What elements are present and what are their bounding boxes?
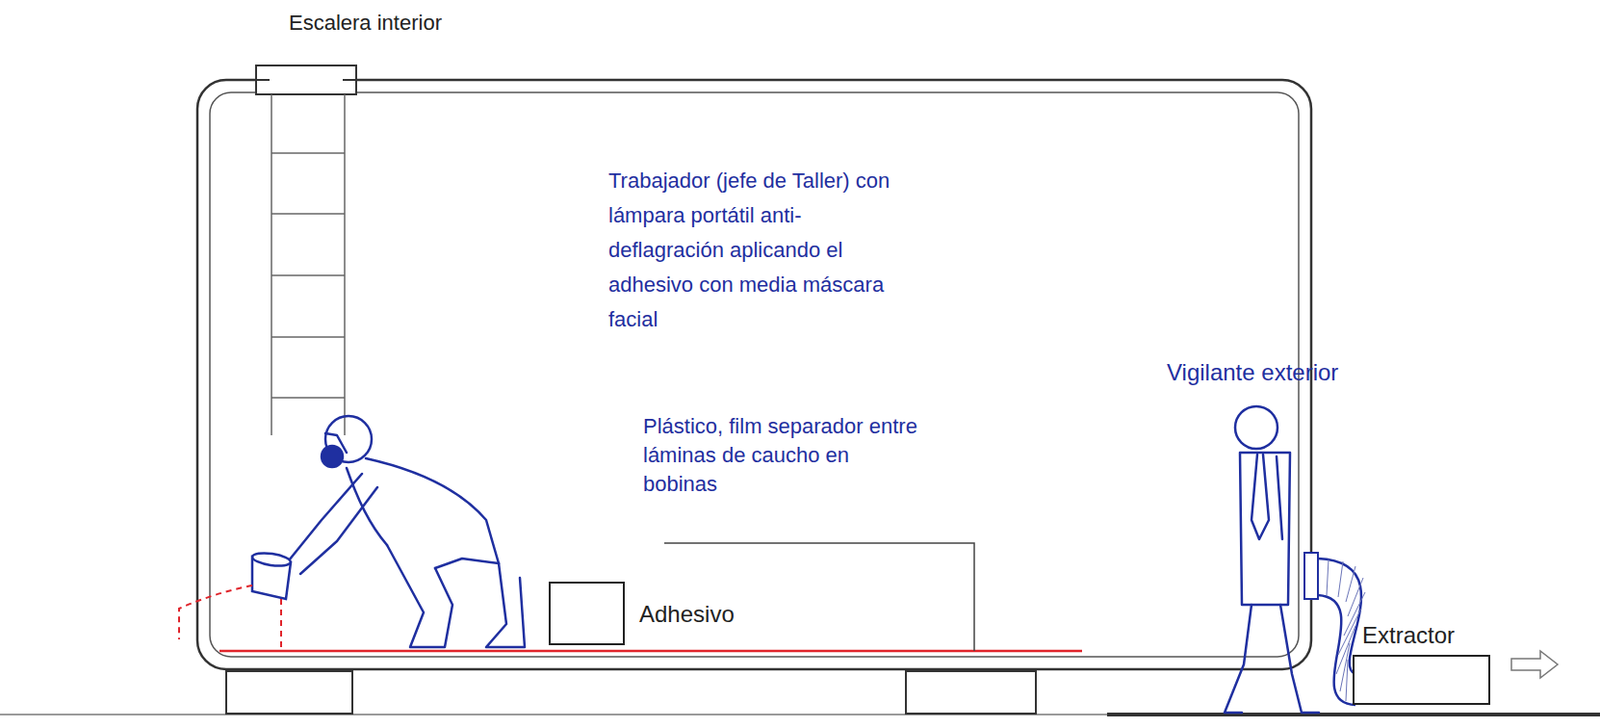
- node-label: Adhesivo: [639, 600, 735, 628]
- watchman-scarf: [1251, 454, 1269, 540]
- manhole-flange: [256, 78, 270, 81]
- manhole-flange: [342, 78, 357, 81]
- worker-arm: [300, 487, 378, 574]
- watchman-head: [1235, 406, 1278, 449]
- worker-hip: [435, 558, 499, 568]
- adhesive-drip: [280, 598, 283, 649]
- hose-rib: [1340, 643, 1350, 692]
- adhesive-drip: [179, 585, 253, 640]
- tank-support: [905, 670, 1036, 714]
- watchman-leg: [1224, 604, 1252, 713]
- ladder-rail: [270, 94, 273, 436]
- hose-rib: [1347, 577, 1364, 617]
- manhole-collar: [256, 65, 357, 95]
- hose-rib: [1338, 608, 1362, 655]
- watchman-body: [1239, 452, 1291, 605]
- worker-back: [365, 458, 499, 564]
- tank-inner-wall: [209, 92, 1299, 657]
- extractor-box: Extractor: [1352, 654, 1491, 705]
- ladder-label: Escalera interior: [288, 9, 520, 37]
- worker-figure: [288, 415, 525, 647]
- worker-chest: [346, 467, 388, 545]
- ground-line: [1107, 712, 1600, 717]
- ladder-rung: [271, 335, 345, 338]
- watchman-figure: [1224, 406, 1319, 713]
- film-leader-line: [664, 542, 975, 651]
- node-label: Extractor: [1362, 621, 1455, 649]
- watchman-leg: [1280, 604, 1319, 713]
- duct-flange: [1304, 552, 1318, 599]
- ladder-rung: [271, 396, 345, 399]
- worker-leg: [387, 544, 453, 647]
- bucket-rim: [251, 550, 291, 568]
- worker-leg: [486, 563, 525, 647]
- adhesive-bucket: [251, 550, 291, 599]
- worker-note: Trabajador (jefe de Taller) con lámpara …: [608, 163, 898, 337]
- hose-rib: [1338, 561, 1343, 597]
- watchman-arm: [1276, 456, 1283, 540]
- adhesive-box: Adhesivo: [548, 581, 625, 646]
- tank-support: [226, 670, 353, 714]
- exhaust-arrow: [1511, 650, 1558, 678]
- half-face-mask: [321, 445, 343, 467]
- ladder-rung: [271, 274, 345, 277]
- interior-ladder: [271, 94, 345, 436]
- tank-outer-wall: [197, 79, 1312, 670]
- hose-rib: [1345, 566, 1356, 602]
- worker-arm: [288, 473, 362, 561]
- adhesive-layer: [219, 649, 1083, 653]
- hose-rib: [1326, 559, 1329, 595]
- ladder-rung: [271, 152, 345, 155]
- watchman-label: Vigilante exterior: [1166, 358, 1389, 388]
- ladder-rung: [271, 212, 345, 215]
- mask-strap: [325, 433, 347, 453]
- ladder-rail: [343, 94, 346, 436]
- hose-rib: [1345, 659, 1348, 701]
- film-note: Plástico, film separador entre láminas d…: [643, 412, 923, 499]
